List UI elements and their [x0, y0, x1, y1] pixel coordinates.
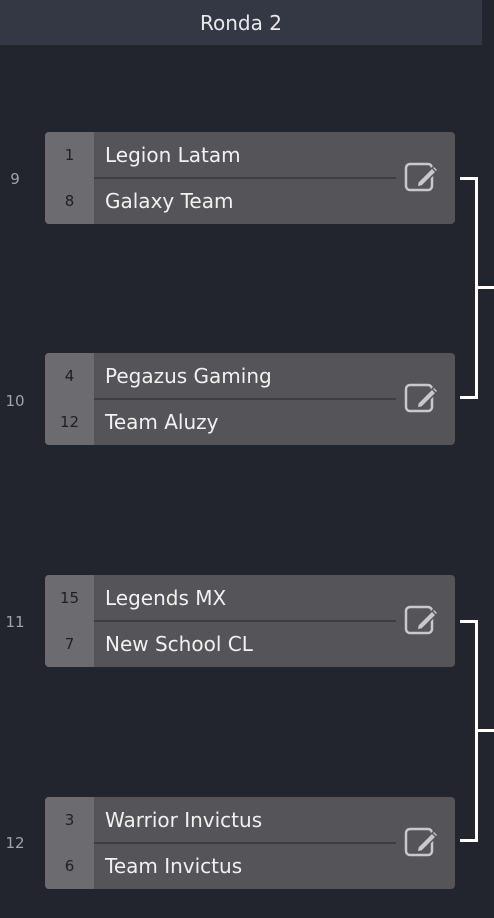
edit-pencil-icon — [404, 162, 440, 192]
team-name: Team Aluzy — [105, 410, 219, 434]
team-row[interactable]: 6 Team Invictus — [45, 843, 455, 889]
team-name: Team Invictus — [105, 854, 243, 878]
team-row[interactable]: 3 Warrior Invictus — [45, 797, 455, 843]
round-header: Ronda 2 — [0, 0, 482, 45]
row-divider — [94, 177, 396, 179]
seed-badge: 8 — [45, 178, 94, 224]
edit-match-button[interactable] — [404, 825, 442, 861]
team-name: Pegazus Gaming — [105, 364, 272, 388]
seed-badge: 1 — [45, 132, 94, 178]
seed-badge: 6 — [45, 843, 94, 889]
header-gap — [482, 0, 494, 45]
seed-badge: 3 — [45, 797, 94, 843]
team-row[interactable]: 1 Legion Latam — [45, 132, 455, 178]
team-name: Legion Latam — [105, 143, 241, 167]
team-row[interactable]: 8 Galaxy Team — [45, 178, 455, 224]
round-title: Ronda 2 — [200, 10, 282, 35]
match-number: 9 — [10, 170, 20, 188]
seed-badge: 15 — [45, 575, 94, 621]
match-card[interactable]: 3 Warrior Invictus 6 Team Invictus — [45, 797, 455, 889]
match-card[interactable]: 1 Legion Latam 8 Galaxy Team — [45, 132, 455, 224]
edit-match-button[interactable] — [404, 160, 442, 196]
edit-pencil-icon — [404, 827, 440, 857]
team-name: New School CL — [105, 632, 253, 656]
seed-badge: 4 — [45, 353, 94, 399]
team-name: Warrior Invictus — [105, 808, 263, 832]
bracket-connector — [460, 177, 478, 399]
team-row[interactable]: 12 Team Aluzy — [45, 399, 455, 445]
match-card[interactable]: 4 Pegazus Gaming 12 Team Aluzy — [45, 353, 455, 445]
team-name: Legends MX — [105, 586, 227, 610]
seed-badge: 7 — [45, 621, 94, 667]
edit-pencil-icon — [404, 605, 440, 635]
match-number: 10 — [5, 392, 25, 410]
bracket-connector-out — [478, 729, 494, 732]
match-card[interactable]: 15 Legends MX 7 New School CL — [45, 575, 455, 667]
bracket-connector — [460, 620, 478, 842]
team-row[interactable]: 7 New School CL — [45, 621, 455, 667]
team-row[interactable]: 15 Legends MX — [45, 575, 455, 621]
edit-match-button[interactable] — [404, 381, 442, 417]
edit-match-button[interactable] — [404, 603, 442, 639]
seed-badge: 12 — [45, 399, 94, 445]
team-row[interactable]: 4 Pegazus Gaming — [45, 353, 455, 399]
row-divider — [94, 398, 396, 400]
edit-pencil-icon — [404, 383, 440, 413]
match-number: 12 — [5, 834, 25, 852]
team-name: Galaxy Team — [105, 189, 234, 213]
bracket-connector-out — [478, 286, 494, 289]
match-number: 11 — [5, 613, 25, 631]
row-divider — [94, 842, 396, 844]
row-divider — [94, 620, 396, 622]
